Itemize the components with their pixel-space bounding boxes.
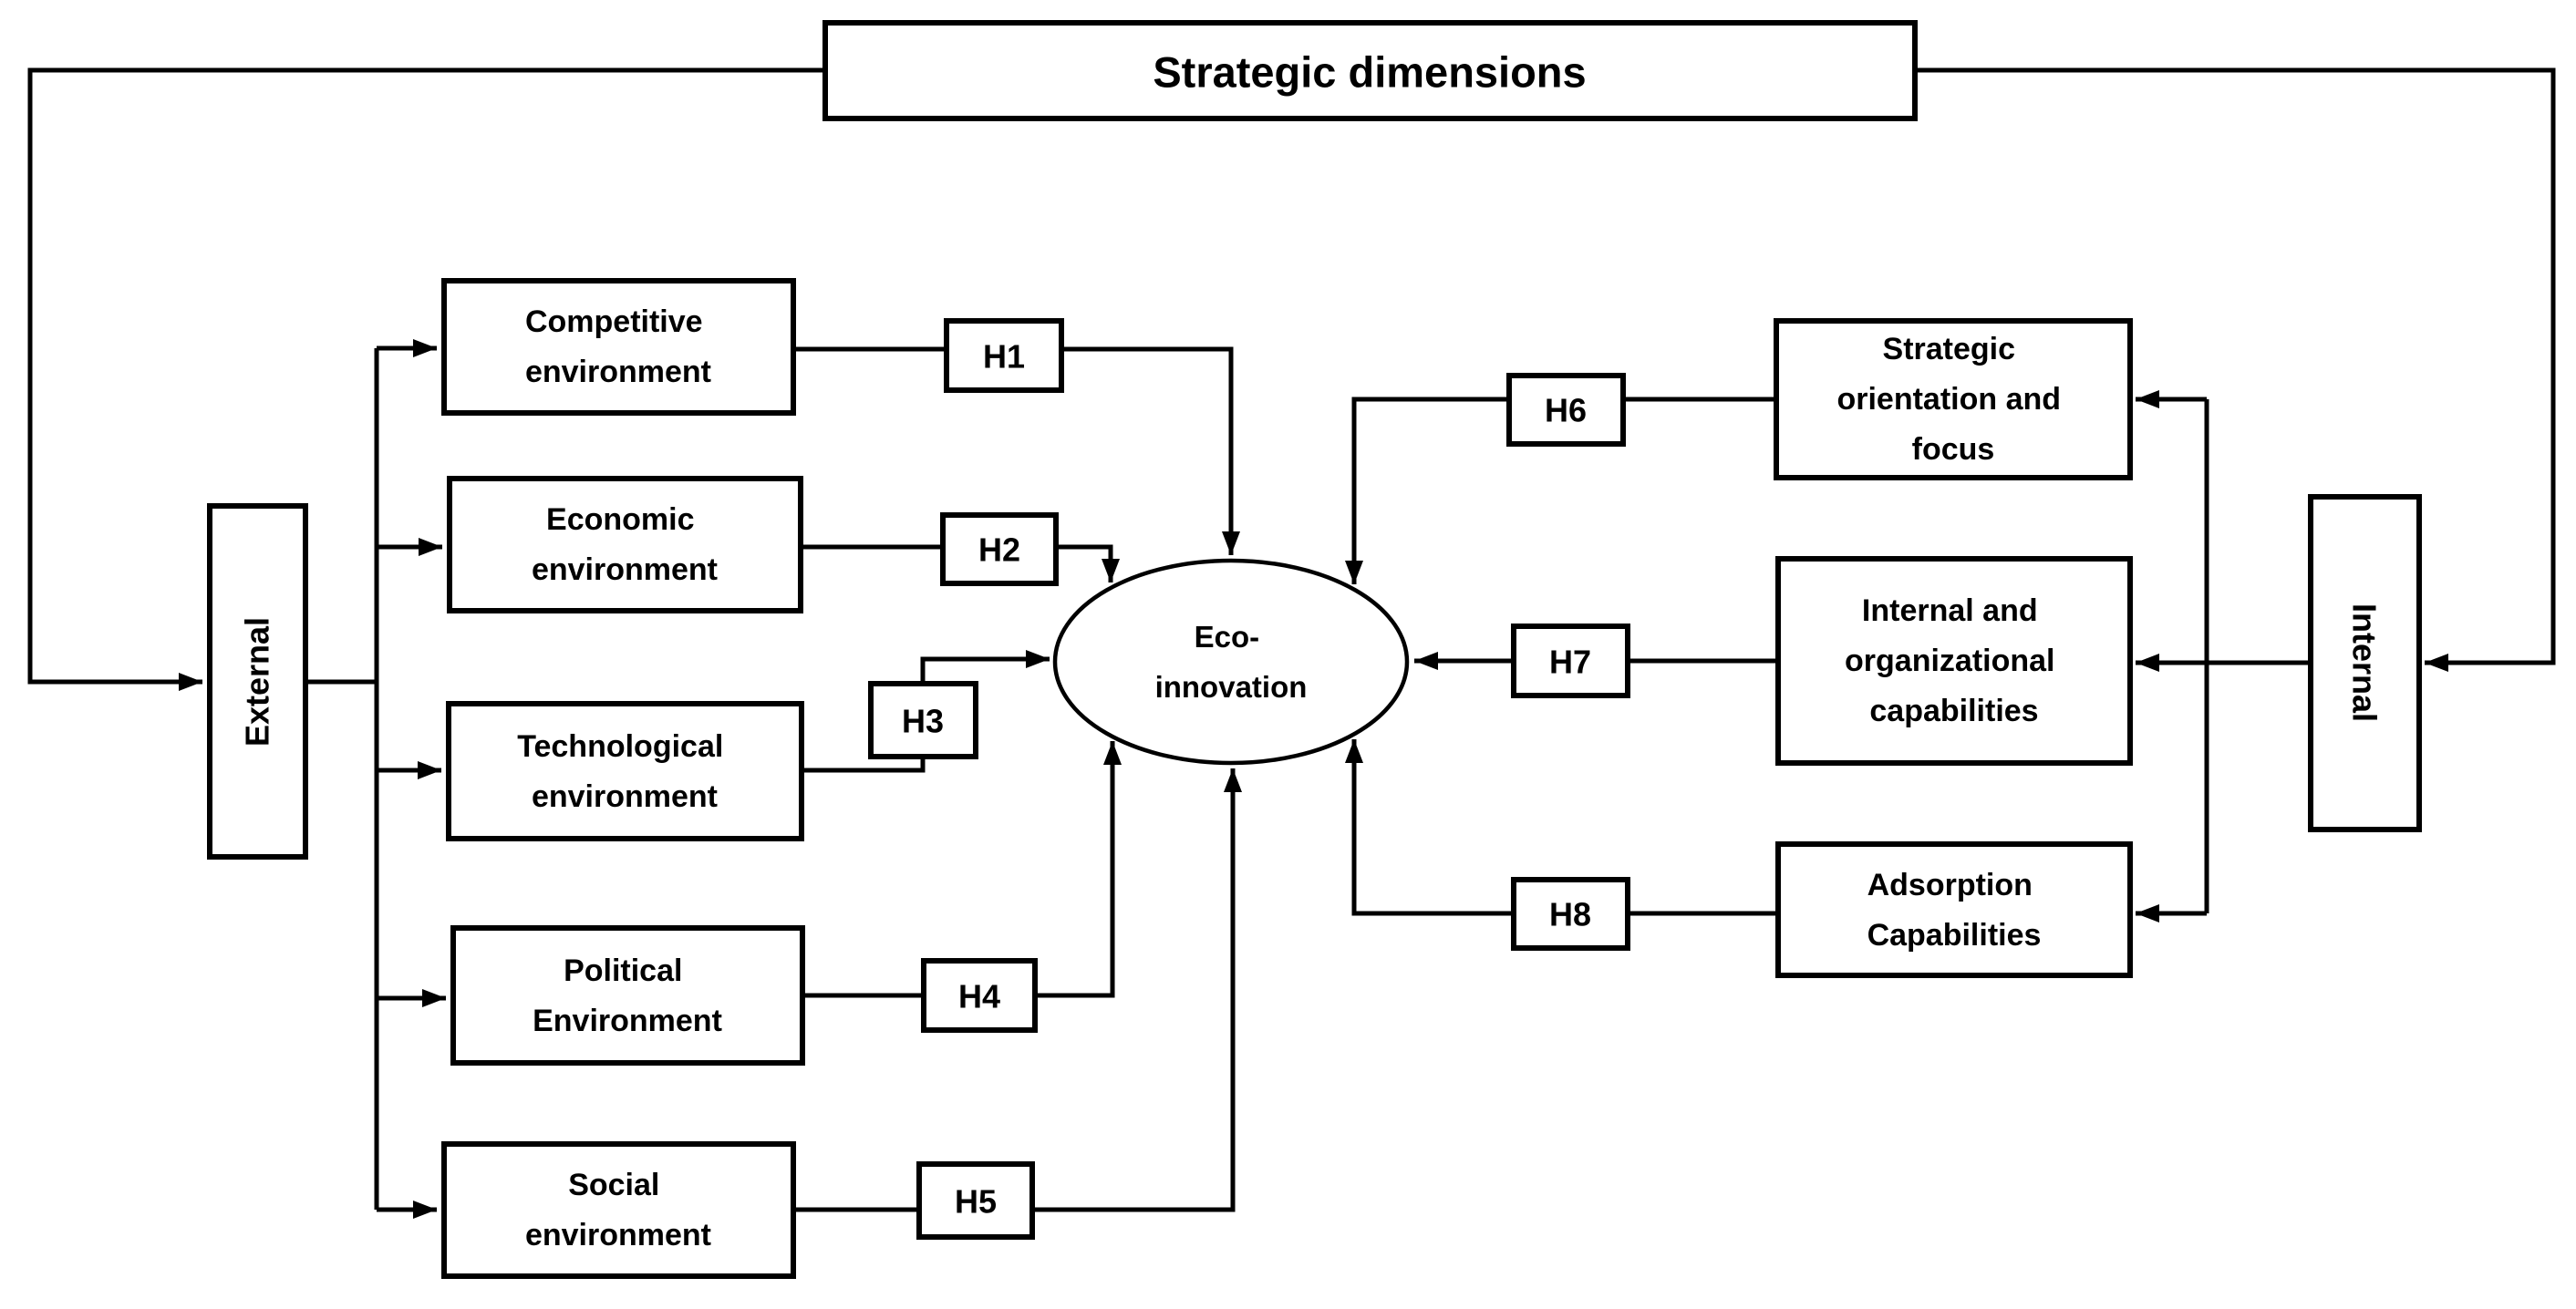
label-line: organizational — [1845, 644, 2054, 678]
label-line: Political — [564, 953, 682, 988]
h2-box — [940, 512, 1059, 586]
label-line: Economic — [546, 502, 694, 537]
node-hypothesis-h8: H8 — [1511, 877, 1630, 951]
external-box — [207, 503, 308, 860]
h5-label: H5 — [955, 1183, 997, 1221]
economic-environment-label: Economic environment — [532, 502, 718, 587]
title-label: Strategic dimensions — [1153, 48, 1586, 97]
node-hypothesis-h3: H3 — [868, 681, 978, 759]
title-box — [822, 20, 1918, 121]
h5-box — [916, 1161, 1035, 1240]
label-line: Social — [568, 1168, 659, 1202]
label-line: Strategic — [1883, 332, 2016, 366]
label-line: Eco- — [1195, 620, 1260, 654]
h1-box — [944, 318, 1064, 393]
h3-label: H3 — [902, 703, 944, 740]
node-internal-group: Internal — [2308, 494, 2422, 832]
label-line: Adsorption — [1867, 868, 2033, 902]
label-line: Competitive — [525, 304, 703, 339]
strategic-orientation-label: Strategic orientation and focus — [1836, 332, 2069, 467]
label-line: capabilities — [1869, 694, 2038, 728]
label-line: environment — [525, 1218, 711, 1252]
social-environment-box — [441, 1141, 796, 1279]
internal-label: Internal — [2346, 603, 2384, 722]
h8-box — [1511, 877, 1630, 951]
arrow-h8-to-eco-innovation — [1345, 739, 1514, 916]
eco-innovation-label: Eco- innovation — [1155, 620, 1308, 704]
competitive-environment-box — [441, 278, 796, 416]
eco-innovation-ellipse — [1052, 558, 1410, 766]
h7-label: H7 — [1549, 644, 1591, 681]
node-hypothesis-h4: H4 — [921, 958, 1038, 1033]
node-hypothesis-h7: H7 — [1511, 624, 1630, 698]
strategic-orientation-box — [1774, 318, 2133, 480]
arrow-h4-to-eco-innovation — [1035, 741, 1122, 998]
node-competitive-environment: Competitive environment — [441, 278, 796, 416]
h1-label: H1 — [983, 338, 1025, 376]
node-strategic-dimensions: Strategic dimensions — [822, 20, 1918, 121]
node-hypothesis-h2: H2 — [940, 512, 1059, 586]
adsorption-capabilities-label: Adsorption Capabilities — [1867, 868, 2042, 953]
arrow-h1-to-eco-innovation — [1061, 346, 1240, 555]
internal-org-capabilities-label: Internal and organizational capabilities — [1845, 593, 2064, 728]
node-economic-environment: Economic environment — [447, 476, 803, 613]
arrow-h3-to-eco-innovation — [920, 650, 1050, 684]
arrow-h6-to-eco-innovation — [1345, 397, 1509, 584]
adsorption-capabilities-box — [1775, 841, 2133, 978]
h6-box — [1506, 373, 1626, 447]
node-adsorption-capabilities: Adsorption Capabilities — [1775, 841, 2133, 978]
label-line: orientation and — [1836, 382, 2061, 417]
arrow-h5-to-eco-innovation — [1032, 768, 1242, 1212]
h3-box — [868, 681, 978, 759]
label-line: Internal and — [1862, 593, 2038, 628]
external-label: External — [239, 617, 276, 747]
node-hypothesis-h5: H5 — [916, 1161, 1035, 1240]
internal-box — [2308, 494, 2422, 832]
h2-label: H2 — [978, 531, 1020, 569]
node-internal-and-organizational-capabilities: Internal and organizational capabilities — [1775, 556, 2133, 766]
technological-environment-box — [446, 701, 804, 841]
label-line: Environment — [533, 1004, 722, 1038]
node-hypothesis-h6: H6 — [1506, 373, 1626, 447]
social-environment-label: Social environment — [525, 1168, 711, 1252]
connector-title-to-external — [27, 67, 825, 691]
competitive-environment-label: Competitive environment — [525, 304, 711, 389]
arrow-h2-to-eco-innovation — [1056, 544, 1120, 582]
node-eco-innovation: Eco- innovation — [1052, 558, 1410, 766]
label-line: environment — [525, 355, 711, 389]
economic-environment-box — [447, 476, 803, 613]
label-line: environment — [532, 779, 718, 814]
connector-technological-to-h3 — [802, 758, 926, 773]
label-line: environment — [532, 552, 718, 587]
node-technological-environment: Technological environment — [446, 701, 804, 841]
label-line: Technological — [517, 729, 723, 764]
h4-box — [921, 958, 1038, 1033]
connector-title-to-internal — [1915, 67, 2556, 672]
node-political-environment: Political Environment — [450, 925, 805, 1066]
h8-label: H8 — [1549, 896, 1591, 933]
political-environment-box — [450, 925, 805, 1066]
node-external-group: External — [207, 503, 308, 860]
label-line: innovation — [1155, 670, 1308, 704]
label-line: focus — [1912, 432, 1995, 467]
technological-environment-label: Technological environment — [517, 729, 732, 814]
internal-org-capabilities-box — [1775, 556, 2133, 766]
label-line: Capabilities — [1867, 918, 2042, 953]
h6-label: H6 — [1545, 392, 1587, 429]
node-strategic-orientation-and-focus: Strategic orientation and focus — [1774, 318, 2133, 480]
political-environment-label: Political Environment — [533, 953, 722, 1038]
h7-box — [1511, 624, 1630, 698]
h4-label: H4 — [958, 978, 1000, 1015]
node-hypothesis-h1: H1 — [944, 318, 1064, 393]
node-social-environment: Social environment — [441, 1141, 796, 1279]
